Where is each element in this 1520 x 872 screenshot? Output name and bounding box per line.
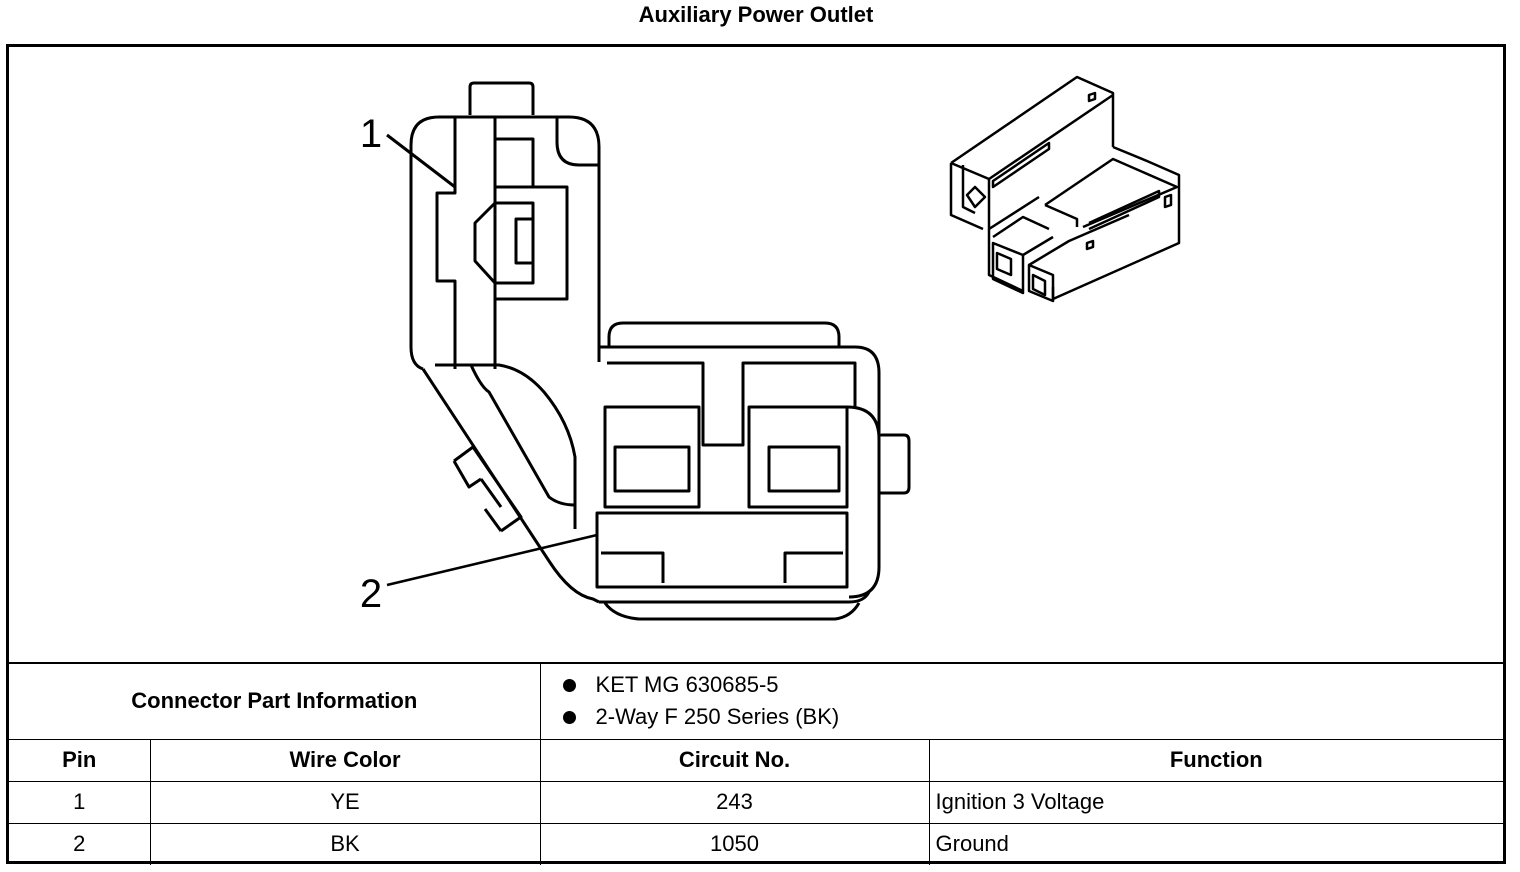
callout-1-label: 1 (360, 112, 382, 156)
connector-part-info-list: KET MG 630685-5 2-Way F 250 Series (BK) (539, 662, 1504, 740)
connector-drawing-area: 1 2 (9, 47, 1503, 662)
connector-diagram-frame: 1 2 (6, 44, 1506, 865)
isometric-connector-view (949, 75, 1181, 303)
lower-terminal-housing (595, 321, 911, 621)
header-pin: Pin (9, 738, 151, 782)
header-circuit-no: Circuit No. (539, 738, 930, 782)
table-row: 1 YE 243 Ignition 3 Voltage (9, 780, 1504, 824)
pin-cell: 2 (9, 822, 151, 865)
header-function: Function (928, 738, 1504, 782)
wire-color-cell: BK (149, 822, 541, 865)
function-cell: Ground (928, 822, 1504, 865)
connector-part-info-row: Connector Part Information KET MG 630685… (9, 662, 1504, 740)
diagonal-body (421, 363, 600, 604)
bullet-icon (562, 678, 576, 692)
callout-1-leader (386, 133, 456, 189)
wire-color-cell: YE (149, 780, 541, 824)
table-row: 2 BK 1050 Ground (9, 822, 1504, 865)
pinout-table: Connector Part Information KET MG 630685… (9, 662, 1504, 865)
upper-terminal-housing (409, 81, 601, 371)
circuit-cell: 1050 (539, 822, 930, 865)
page-title: Auxiliary Power Outlet (638, 2, 874, 27)
connector-drawing: 1 2 (360, 75, 1181, 621)
pin-cell: 1 (9, 780, 151, 824)
callout-2-leader (386, 533, 598, 587)
part-info-item: 2-Way F 250 Series (BK) (562, 701, 1498, 733)
function-cell: Ignition 3 Voltage (928, 780, 1504, 824)
header-wire-color: Wire Color (149, 738, 541, 782)
callout-2-label: 2 (360, 572, 382, 616)
connector-part-info-label: Connector Part Information (9, 662, 541, 740)
part-info-item: KET MG 630685-5 (562, 669, 1498, 701)
bullet-icon (562, 710, 576, 724)
table-header-row: Pin Wire Color Circuit No. Function (9, 738, 1504, 782)
circuit-cell: 243 (539, 780, 930, 824)
